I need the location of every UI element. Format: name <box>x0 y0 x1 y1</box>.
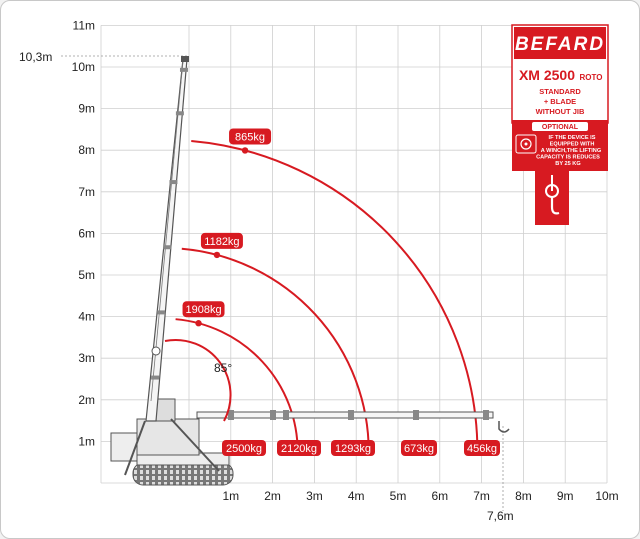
arc-dot <box>241 147 249 154</box>
hook <box>498 421 510 433</box>
max-height-label: 10,3m <box>19 50 52 64</box>
arc-load-label: 1182kg <box>204 236 239 248</box>
winch-note-line-5: BY 25 KG <box>555 161 580 167</box>
boom-pivot <box>151 346 161 356</box>
x-tick-label: 1m <box>222 489 239 503</box>
horizontal-joint <box>348 410 354 420</box>
x-tick-label: 4m <box>348 489 365 503</box>
boom-joint <box>163 245 172 250</box>
crane-drawing <box>110 56 510 486</box>
y-tick-label: 6m <box>78 226 95 240</box>
reach-load-badge <box>277 440 321 456</box>
horizontal-joint <box>270 410 276 420</box>
y-tick-label: 1m <box>78 434 95 448</box>
max-reach-label: 7,6m <box>487 509 514 523</box>
config-line-2: + BLADE <box>544 97 576 106</box>
y-tick-label: 10m <box>72 60 95 74</box>
boom-joint <box>179 67 188 72</box>
arc-load-label: 1908kg <box>185 304 221 316</box>
horizontal-load-labels: 2500kg 2120kg 1293kg 673kg 456kg <box>222 440 500 456</box>
reach-load-label: 1293kg <box>335 443 371 455</box>
y-tick-label: 5m <box>78 268 95 282</box>
y-tick-label: 3m <box>78 351 95 365</box>
x-tick-label: 2m <box>264 489 281 503</box>
capacity-arcs <box>175 139 479 452</box>
outrigger-left <box>124 420 146 476</box>
info-panel: BEFARD XM 2500 ROTO STANDARD + BLADE WIT… <box>511 24 609 225</box>
reach-load-label: 456kg <box>467 443 497 455</box>
y-tick-label: 11m <box>73 18 95 32</box>
y-tick-label: 9m <box>78 102 95 116</box>
horizontal-joint <box>413 410 419 420</box>
outrigger-right <box>170 418 220 472</box>
boom-joint <box>151 375 160 380</box>
x-tick-label: 8m <box>515 489 532 503</box>
config-line-3: WITHOUT JIB <box>536 107 585 116</box>
boom-joint <box>175 111 184 116</box>
arc-load-badge <box>229 128 272 145</box>
horizontal-joint <box>283 410 289 420</box>
winch-note-line-3: A WINCH,THE LIFTING <box>541 148 601 154</box>
boom-joint <box>157 310 166 315</box>
crawler-track <box>132 462 234 486</box>
y-tick-label: 2m <box>78 393 95 407</box>
reach-load-badge <box>331 440 375 456</box>
arc-load-label: 865kg <box>235 131 265 143</box>
reach-load-badge <box>464 440 500 456</box>
arc-load-badge <box>182 301 225 318</box>
reach-load-badge <box>401 440 437 456</box>
config-line-1: STANDARD <box>539 87 581 96</box>
y-axis-ticks: 1m 2m 3m 4m 5m 6m 7m 8m 9m 10m 11m <box>72 18 95 448</box>
boom-joint <box>169 180 178 185</box>
horizontal-boom <box>196 411 494 419</box>
winch-icon <box>515 134 537 154</box>
brand-banner <box>514 27 606 59</box>
angle-arc <box>164 338 232 422</box>
hook-icon <box>545 175 560 215</box>
model-name: XM 2500 <box>519 67 575 83</box>
brand-logo: BEFARD <box>515 34 605 55</box>
turret <box>136 418 200 456</box>
x-tick-label: 10m <box>595 489 618 503</box>
x-axis-ticks: 1m 2m 3m 4m 5m 6m 7m 8m 9m 10m <box>222 489 618 503</box>
horizontal-joint <box>228 410 234 420</box>
optional-label: OPTIONAL <box>542 124 579 131</box>
capacity-arc <box>181 247 370 452</box>
arc-load-labels: 1908kg 1182kg 865kg <box>182 128 272 318</box>
y-tick-label: 8m <box>78 143 95 157</box>
winch-note-line-4: CAPACITY IS REDUCES <box>536 155 600 161</box>
winch-note-line-1: IF THE DEVICE IS <box>549 135 596 141</box>
capacity-arc <box>191 139 479 452</box>
blade <box>110 432 138 462</box>
horizontal-joint <box>483 410 489 420</box>
boom-head <box>181 56 189 62</box>
angle-label: 85° <box>214 361 232 375</box>
reach-load-label: 2120kg <box>281 443 317 455</box>
horizontal-boom-sections <box>228 410 489 420</box>
model-suffix: ROTO <box>580 73 603 82</box>
arc-dot <box>213 251 221 259</box>
x-tick-label: 3m <box>306 489 323 503</box>
x-tick-label: 9m <box>557 489 574 503</box>
x-tick-label: 7m <box>473 489 490 503</box>
y-tick-label: 4m <box>78 310 95 324</box>
boom-inner-line <box>150 60 184 402</box>
reach-load-label: 673kg <box>404 443 434 455</box>
arc-load-badge <box>200 232 243 249</box>
x-tick-label: 6m <box>431 489 448 503</box>
x-tick-label: 5m <box>390 489 407 503</box>
y-tick-label: 7m <box>78 185 95 199</box>
reach-load-badge <box>222 440 266 456</box>
capacity-arc <box>175 318 299 452</box>
arc-dot <box>195 320 202 327</box>
boom-sections <box>151 67 188 380</box>
reach-load-label: 2500kg <box>226 443 262 455</box>
winch-note-line-2: EQUIPPED WITH <box>550 142 595 148</box>
optional-tag <box>532 122 588 131</box>
